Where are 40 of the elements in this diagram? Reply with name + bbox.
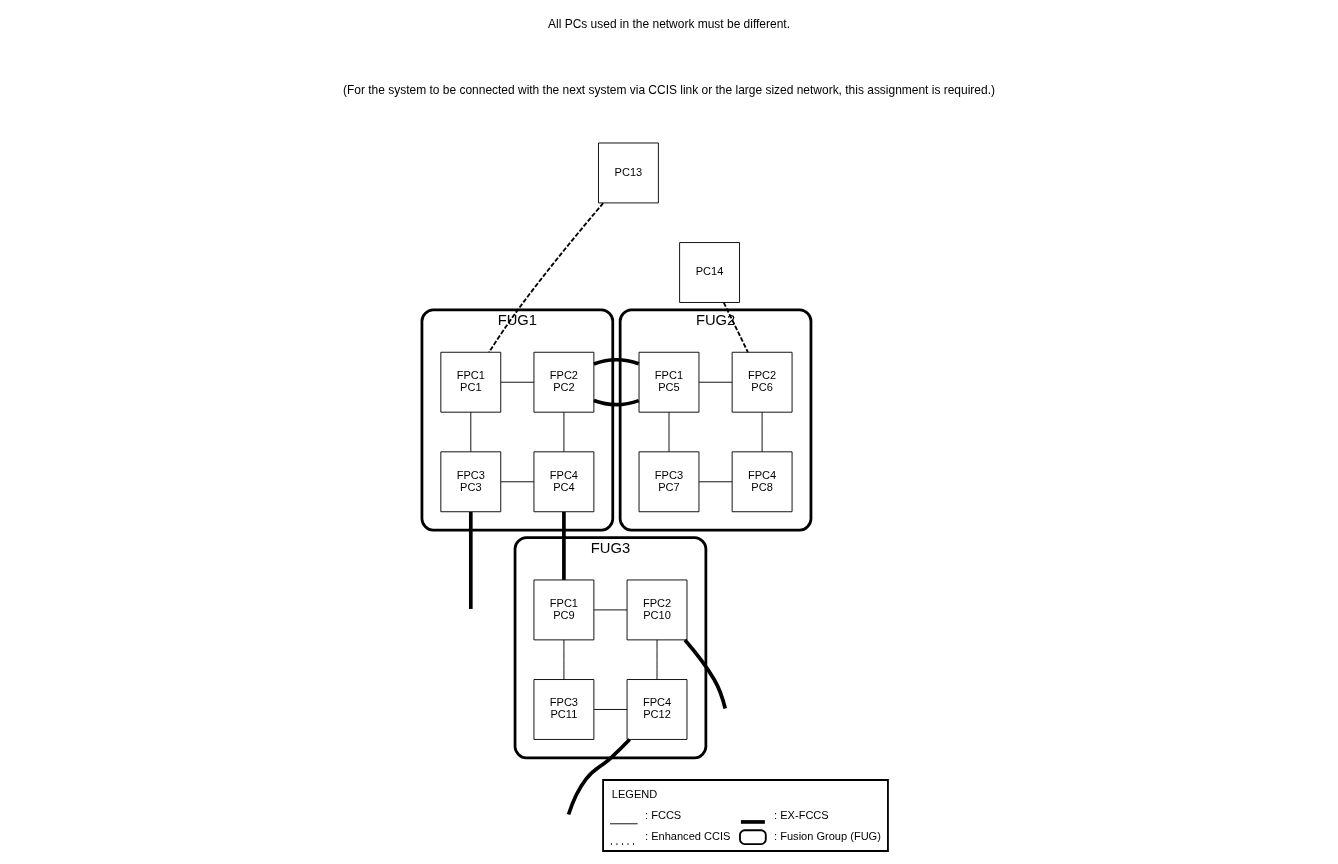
legend-label: : FCCS — [645, 808, 682, 821]
node-box: FPC3 PC3 — [440, 451, 502, 513]
node-box: FPC3 PC11 — [533, 679, 595, 740]
connector — [656, 639, 658, 680]
node-box: FPC1 PC1 — [440, 351, 502, 413]
connector — [698, 381, 733, 383]
connector — [593, 609, 628, 611]
connector — [683, 638, 727, 709]
label: LEGEND — [611, 787, 658, 800]
legend-label: : Fusion Group (FUG) — [774, 830, 881, 843]
connector — [488, 202, 605, 353]
node-box: FPC2 PC2 — [533, 351, 595, 413]
connector — [563, 639, 565, 680]
connector — [468, 512, 473, 609]
node-box: FPC1 PC5 — [638, 351, 700, 413]
connector — [593, 709, 628, 710]
connector — [563, 411, 565, 453]
node-box: FPC3 PC7 — [638, 451, 700, 513]
node-box: FPC4 PC8 — [731, 451, 793, 513]
connector — [593, 357, 640, 407]
node-box: FPC4 PC4 — [533, 451, 595, 513]
connector — [698, 481, 733, 483]
node-box: FPC4 PC12 — [626, 679, 688, 740]
connector — [500, 381, 535, 383]
node-box: PC13 — [598, 142, 659, 204]
connector — [668, 411, 670, 453]
label: (For the system to be connected with the next system via CCIS link or the large sized network, this assignment is required.) — [343, 82, 995, 97]
node-box: FPC1 PC9 — [533, 579, 595, 641]
node-box: FPC2 PC6 — [731, 351, 793, 413]
legend-label: : Enhanced CCIS — [645, 830, 731, 843]
node-box: PC14 — [679, 242, 740, 303]
label: All PCs used in the network must be different. — [548, 17, 790, 32]
connector — [566, 738, 631, 816]
legend-label: : EX-FCCS — [774, 808, 829, 821]
connector — [562, 512, 566, 580]
connector — [722, 301, 749, 353]
connector — [761, 411, 763, 453]
node-box: FPC2 PC10 — [626, 579, 688, 641]
connector — [500, 481, 535, 483]
connector — [470, 411, 472, 453]
